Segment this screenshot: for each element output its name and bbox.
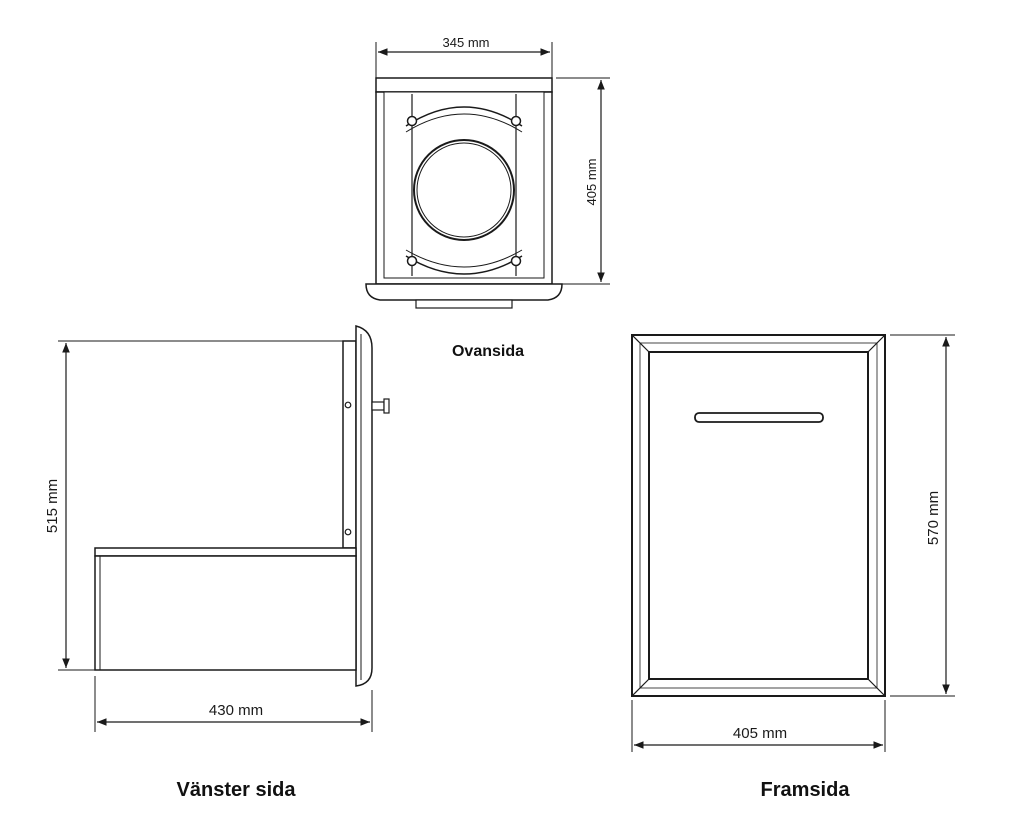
left-view-title: Vänster sida	[177, 779, 297, 801]
front-view-title: Framsida	[761, 779, 851, 801]
top-cabinet-body	[365, 77, 563, 309]
left-depth-label: 430 mm	[209, 702, 263, 719]
front-height-dimension: 570 mm	[890, 334, 955, 697]
front-view: 570 mm 405 mm Framsida	[631, 334, 955, 801]
left-drawer-box	[94, 547, 357, 671]
left-door-profile	[355, 325, 373, 687]
top-view-title: Ovansida	[452, 343, 524, 360]
left-handle-stub	[371, 401, 385, 411]
front-handle	[694, 412, 824, 423]
front-width-dimension: 405 mm	[631, 700, 886, 752]
top-width-dimension: 345 mm	[375, 35, 553, 78]
left-back-plate	[342, 340, 357, 549]
left-height-dimension: 515 mm	[44, 340, 345, 671]
front-door-panel	[631, 334, 886, 697]
left-depth-dimension: 430 mm	[94, 676, 373, 732]
left-side-view: 515 mm 430 mm Vänster sida	[44, 325, 390, 801]
left-height-label: 515 mm	[44, 479, 61, 533]
front-width-label: 405 mm	[733, 725, 787, 742]
top-depth-dimension: 405 mm	[556, 77, 610, 285]
top-width-label: 345 mm	[443, 35, 490, 50]
top-depth-label: 405 mm	[584, 159, 599, 206]
front-height-label: 570 mm	[925, 491, 942, 545]
top-view: 345 mm	[365, 35, 610, 360]
